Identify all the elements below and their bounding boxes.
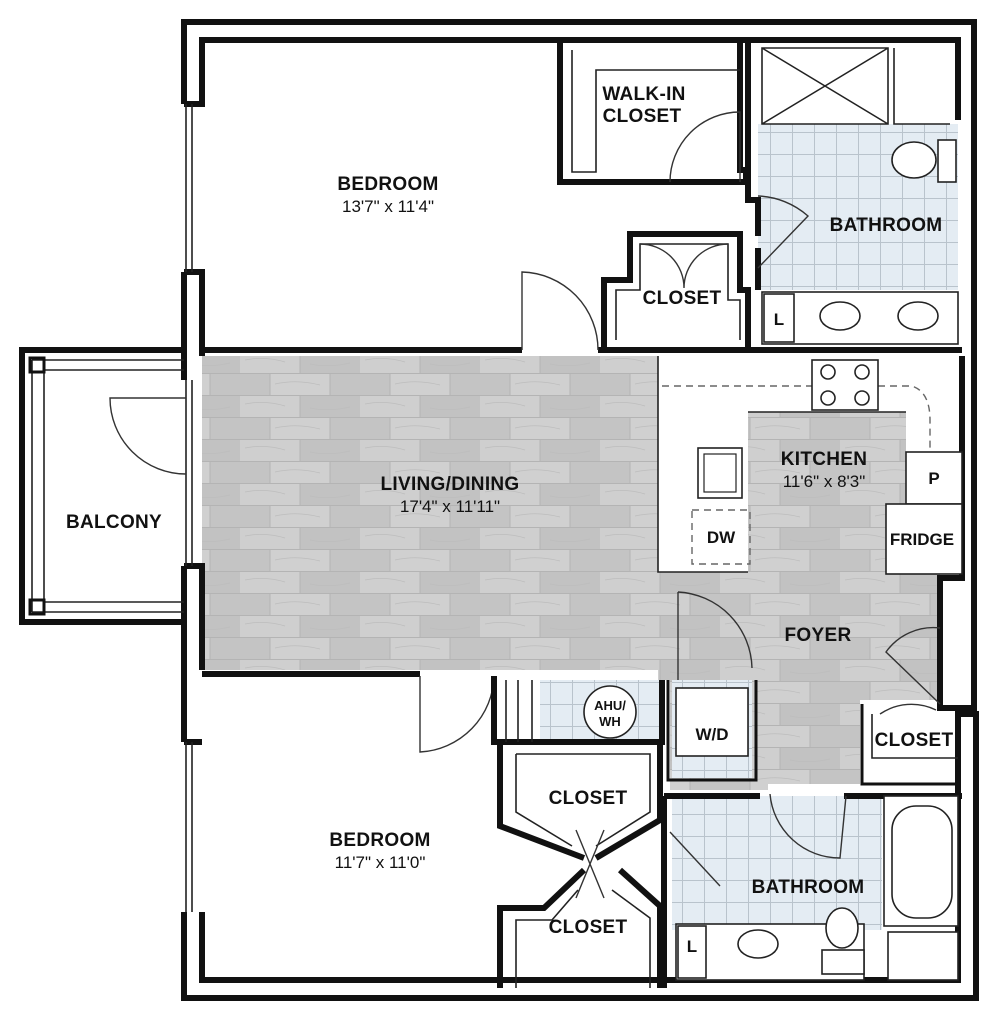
exterior-wall-outer bbox=[181, 22, 979, 1001]
room-label-bathroom-top: BATHROOM bbox=[830, 215, 943, 236]
linen-top-label: L bbox=[774, 310, 784, 329]
fridge-label: FRIDGE bbox=[890, 530, 954, 549]
room-label-bedroom-top: BEDROOM bbox=[337, 174, 438, 195]
bottom-bath-tile bbox=[672, 796, 882, 930]
linen-bottom-label: L bbox=[687, 937, 697, 956]
room-label-closet-mid: CLOSET bbox=[549, 788, 628, 809]
room-label-walkin-1: WALK-IN bbox=[602, 84, 685, 105]
room-dim-bedroom-bottom: 11'7" x 11'0" bbox=[335, 853, 426, 872]
room-dim-kitchen: 11'6" x 8'3" bbox=[783, 472, 866, 491]
room-dim-living: 17'4" x 11'11" bbox=[400, 497, 500, 516]
dishwasher-label: DW bbox=[707, 528, 736, 547]
room-label-closet-entry: CLOSET bbox=[875, 730, 954, 751]
room-label-closet-top: CLOSET bbox=[643, 288, 722, 309]
pantry-label: P bbox=[928, 469, 939, 488]
room-label-bedroom-bottom: BEDROOM bbox=[329, 830, 430, 851]
room-label-foyer: FOYER bbox=[785, 625, 852, 646]
ahu-label-1: AHU/ bbox=[594, 698, 626, 713]
room-label-bathroom-bottom: BATHROOM bbox=[752, 877, 865, 898]
room-label-living: LIVING/DINING bbox=[380, 474, 519, 495]
room-label-walkin-2: CLOSET bbox=[603, 106, 682, 127]
room-label-balcony: BALCONY bbox=[66, 512, 162, 533]
ahu-label-2: WH bbox=[599, 714, 621, 729]
room-label-closet-low: CLOSET bbox=[549, 917, 628, 938]
balcony-wall bbox=[19, 347, 184, 625]
living-floor bbox=[202, 356, 658, 670]
room-dim-bedroom-top: 13'7" x 11'4" bbox=[342, 197, 434, 216]
washer-dryer-label: W/D bbox=[695, 725, 728, 744]
room-label-kitchen: KITCHEN bbox=[781, 449, 868, 470]
